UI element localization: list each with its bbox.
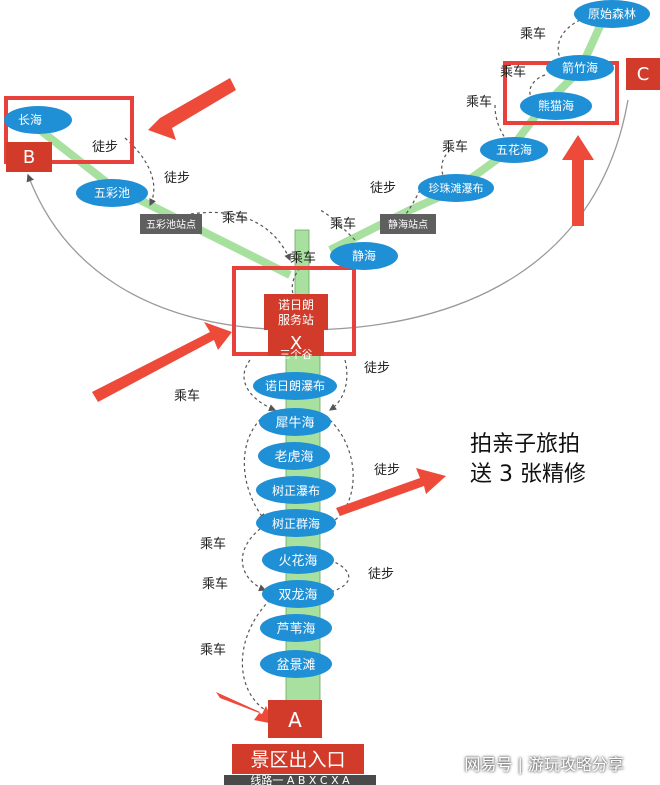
ride-label-6: 乘车 <box>222 210 248 226</box>
node-shuanglong <box>262 580 334 608</box>
walk-label-6: 徒步 <box>368 567 394 582</box>
curve-left <box>26 173 301 331</box>
service-station-line2: 服务站 <box>278 312 314 327</box>
node-changhai-label: 长海 <box>18 112 42 127</box>
node-penjing-label: 盆景滩 <box>276 658 315 673</box>
node-huohua <box>262 546 334 574</box>
marker-c-box <box>626 58 660 90</box>
promo-line-1: 拍亲子旅拍 <box>470 432 581 457</box>
node-xiongmao-label: 熊猫海 <box>538 98 574 113</box>
watermark: 网易号 | 游玩攻略分享 <box>464 755 624 774</box>
node-zhenzhu-label: 珍珠滩瀑布 <box>429 181 484 195</box>
ride-label-8: 乘车 <box>174 388 200 404</box>
node-zhenzhu <box>418 174 494 202</box>
ride-label-9: 乘车 <box>200 536 226 552</box>
ride-label-10: 乘车 <box>202 576 228 592</box>
node-jinghai-label: 静海 <box>352 248 376 263</box>
marker-c: C <box>637 64 650 85</box>
node-xiongmao <box>520 92 592 120</box>
node-nuorilang-pubu <box>253 372 337 400</box>
service-station-line1: 诺日朗 <box>278 298 314 312</box>
walk-label-4: 徒步 <box>364 361 390 376</box>
node-yuanshi <box>574 0 650 28</box>
curve-right <box>299 99 629 331</box>
promo-line-2: 送 3 张精修 <box>470 462 586 487</box>
marker-b-box <box>6 142 52 172</box>
station-boxes <box>140 214 436 234</box>
node-laohu-label: 老虎海 <box>274 450 313 465</box>
node-penjing <box>260 650 332 678</box>
marker-a-box <box>268 700 322 738</box>
entrance-label: 景区出入口 <box>250 749 345 771</box>
jinghai-stop-label: 静海站点 <box>388 218 428 231</box>
ride-label-3: 乘车 <box>466 94 492 110</box>
node-wucaichi-label: 五彩池 <box>94 186 130 200</box>
ride-label-11: 乘车 <box>200 642 226 658</box>
scenic-nodes: 原始森林 箭竹海 熊猫海 五花海 珍珠滩瀑布 静海 长海 五彩池 诺日朗瀑布 犀… <box>4 0 650 678</box>
marker-a: A <box>288 708 302 732</box>
wucaichi-stop-label: 五彩池站点 <box>146 218 196 231</box>
node-wucaichi <box>76 179 148 207</box>
node-huohua-label: 火花海 <box>278 553 317 569</box>
node-xiniu-label: 犀牛海 <box>275 416 314 431</box>
node-shuzheng-qunhai-label: 树正群海 <box>272 516 320 531</box>
wucaichi-stop-box <box>140 214 202 234</box>
walk-label-3: 徒步 <box>164 171 190 186</box>
marker-b: B <box>23 147 35 168</box>
node-yuanshi-label: 原始森林 <box>588 6 636 21</box>
jinghai-stop-box <box>380 214 436 234</box>
ride-label-5: 乘车 <box>330 216 356 232</box>
node-shuanglong-label: 双龙海 <box>278 588 317 603</box>
node-changhai <box>4 106 72 134</box>
entrance-box <box>232 744 364 774</box>
node-luwei <box>260 614 332 642</box>
route-label: 线路一 A B X C X A <box>250 773 350 785</box>
node-shuzheng-qunhai <box>256 509 336 537</box>
walk-label-2: 徒步 <box>92 140 118 155</box>
node-laohu <box>258 442 330 470</box>
node-luwei-label: 芦苇海 <box>276 622 315 637</box>
node-jianzhu <box>546 55 614 81</box>
ride-label-7: 乘车 <box>290 250 316 266</box>
walk-label-5: 徒步 <box>374 463 400 478</box>
node-shuzheng-pubu <box>256 476 336 504</box>
ride-label-2: 乘车 <box>500 64 526 80</box>
node-jinghai <box>330 242 398 270</box>
promo-text: 拍亲子旅拍 送 3 张精修 <box>470 430 586 490</box>
marker-x-box <box>268 330 324 356</box>
route-box <box>224 775 376 785</box>
node-wuhua <box>480 137 548 163</box>
node-wuhua-label: 五花海 <box>496 142 532 157</box>
walk-label-1: 徒步 <box>370 181 396 196</box>
ride-label-4: 乘车 <box>442 139 468 155</box>
marker-x: X <box>290 333 302 354</box>
sangu-label: 三个谷 <box>280 348 313 361</box>
node-xiniu <box>259 408 331 436</box>
pointer-arrows <box>92 78 594 724</box>
node-jianzhu-label: 箭竹海 <box>562 60 598 75</box>
mode-labels: 乘车 乘车 乘车 乘车 徒步 乘车 徒步 徒步 乘车 乘车 徒步 乘车 徒步 乘… <box>92 26 546 658</box>
service-station-box <box>264 294 328 330</box>
ride-label-1: 乘车 <box>520 26 546 42</box>
node-shuzheng-pubu-label: 树正瀑布 <box>272 483 320 498</box>
node-nuorilang-pubu-label: 诺日朗瀑布 <box>265 379 325 393</box>
